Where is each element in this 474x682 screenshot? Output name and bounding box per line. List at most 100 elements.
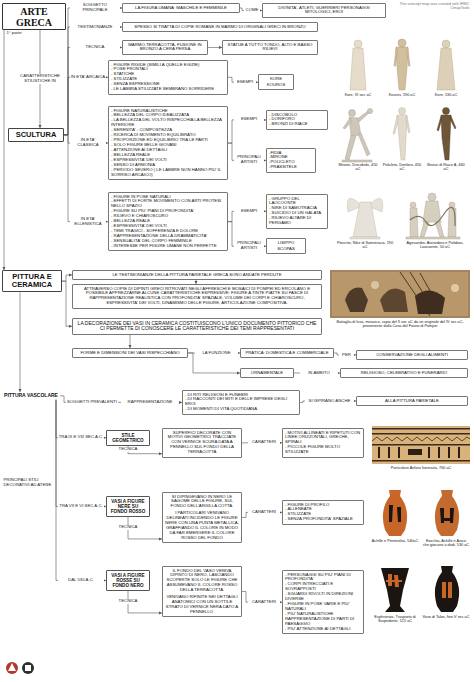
node-text: ARTE GRECA <box>5 6 63 28</box>
image-caption: Mirone, Discobolo, 450 aC <box>337 163 379 172</box>
node-text: SI DIPINGEVANO IN NERO LE SAGOME DELLE F… <box>165 495 239 510</box>
linking-phrase: TRA IX E VIII SEC A.C. <box>58 435 104 440</box>
statue-head <box>349 110 356 117</box>
node-text: LA DECORAZIONE DEI VASI IN CERAMICA COST… <box>75 321 319 333</box>
node-text: - PIU' NATURALISTICHE RAPPRESENTAZIONE D… <box>285 612 361 627</box>
node-text: MARMO,TERRACOTTA, FUSIONE IN BRONZO A CE… <box>125 43 205 53</box>
statue-leg <box>358 133 370 156</box>
logo <box>22 662 34 674</box>
kore-statue <box>437 40 455 90</box>
linking-phrase: ESEMPI <box>234 117 264 122</box>
linking-phrase: TESTIMONIANZE <box>70 25 120 30</box>
stick-figure <box>398 447 400 458</box>
vase-body <box>381 568 409 612</box>
node-text: - DI RACCONTI DEI MITI E DELLE IMPRESE D… <box>185 397 297 407</box>
list-box: -FIDIA-MIRONE-POLICLETO-PRASSITELE <box>266 148 316 173</box>
linking-phrase: CARATTERISTICHE STILISTICHE IN <box>14 74 66 84</box>
statue-body <box>441 115 451 160</box>
node-text: LE TESTIMONIANZE DELLA PITTURA PARIETALE… <box>75 273 319 278</box>
statue-arm <box>394 48 398 66</box>
kouros-statue <box>394 39 410 90</box>
concept-box: KOREKOUROS <box>258 74 294 90</box>
mosaic-picture <box>330 270 470 318</box>
node-text: - BRONZI DI RIACE <box>269 122 325 127</box>
statue-arm <box>407 48 411 66</box>
vase-figure <box>448 582 452 598</box>
amphora-band <box>372 428 470 430</box>
node-text: LISIPPO <box>269 241 303 246</box>
logo <box>6 662 18 674</box>
connector <box>130 335 131 349</box>
list-box: - DISCOBOLO- DORIFORO- BRONZI DI RIACE <box>266 110 328 130</box>
concept-box: MARMO,TERRACOTTA, FUSIONE IN BRONZO A CE… <box>122 40 208 55</box>
vase-figure <box>397 507 401 522</box>
mosaic-horse <box>415 290 445 314</box>
amphora-ground <box>372 426 470 464</box>
connector <box>20 292 21 392</box>
list-box: - FIGURE NATURALISTICHE- BELLEZZA DEL CO… <box>108 106 228 180</box>
node-text: KORE <box>261 77 291 82</box>
stick-figure <box>458 447 460 458</box>
stick-figure <box>378 447 380 458</box>
connector <box>4 30 5 270</box>
watermark: This concept map was created with IHMC C… <box>392 2 470 11</box>
concept-box: ATTRAVERSO COPIE DI DIPINTI GRECI RITROV… <box>72 284 322 309</box>
linking-phrase: PRINCIPALI ARTISTI <box>234 155 264 165</box>
concept-box: DIVINITA', ATLETI, GUERRIERI PERSONAGGI … <box>262 3 386 18</box>
node-text: ATTRAVERSO COPIE DI DIPINTI GRECI RITROV… <box>75 287 319 307</box>
concept-box: RELIGIOSO, CELEBRATIVO E FUNERARIO <box>340 368 468 378</box>
concept-box: ALLA PITTURA PARIETALE <box>356 396 468 406</box>
vase-table <box>444 518 450 521</box>
statue-arm <box>393 116 399 134</box>
statue-arm <box>357 111 369 122</box>
logo-mark <box>8 663 16 671</box>
amphora-band <box>372 433 470 435</box>
list-box: - MOTIVI ALLINEATI E RIPETUTI CON LINEE … <box>282 428 364 458</box>
node-text: LA FIGURA UMANA: MASCHILE E FEMMINILE <box>125 6 237 11</box>
linking-phrase: DAL 530 A.C. <box>58 578 104 583</box>
concept-box: SPESSO SI TRATTA DI COPIE ROMANE IN MARM… <box>122 22 318 32</box>
node-text: - MOTIVI ALLINEATI E RIPETUTI CON LINEE … <box>285 431 361 446</box>
image-caption: Agesandro, Atanodoro e Polidoro, Laocoon… <box>402 241 468 250</box>
linking-phrase: ESEMPI <box>234 80 256 85</box>
node-text: - EFFETTI DI FORTE MOVIMENTO CON ARTI PR… <box>111 199 225 209</box>
serpent <box>410 207 455 226</box>
concept-box: FORME E DIMENSIONI DEI VASI RISPECCHIANO <box>72 348 188 358</box>
linking-phrase: TECNICA <box>70 45 120 50</box>
node-text: STATUE A TUTTO TONDO, ALTO E BASSO RILIE… <box>225 43 315 53</box>
statue-body <box>410 208 418 237</box>
amphora-zigzag <box>372 437 470 441</box>
image-caption: Euphronios, Trasporto di Sarpedonte, 515… <box>370 615 420 624</box>
connector <box>62 275 72 281</box>
list-box: - FIGURE DI PROFILO- ALLENEATE- STILIZZA… <box>282 500 364 525</box>
node-text: VENIVANO RIFINITE NEI DETTAGLI ANATOMICI… <box>165 595 239 615</box>
linking-phrase: CARATTERI <box>248 600 280 605</box>
statue-head <box>398 39 406 47</box>
connector <box>56 400 106 581</box>
linking-phrase: SOGGETTI PREVALENTI <box>66 400 118 405</box>
statue-base <box>406 237 460 239</box>
node-text: PRATICA: DOMESTICA E COMMERCIALE <box>243 351 331 356</box>
bier <box>408 449 422 455</box>
node-text: - PIU' ATTENZIONE AI DETTAGLI <box>285 627 361 632</box>
connector <box>56 400 106 438</box>
linking-phrase: TECNICA <box>108 447 148 452</box>
node-text: SPESSO SI TRATTA DI COPIE ROMANE IN MARM… <box>125 25 315 30</box>
statue-head <box>443 108 450 115</box>
node-text: VASI A FIGURE ROSSE SU FONDO NERO <box>109 573 147 589</box>
concept-box: STATUE A TUTTO TONDO, ALTO E BASSO RILIE… <box>222 40 318 55</box>
amphora-figures <box>378 447 460 458</box>
statue-arm <box>406 116 410 133</box>
vase-figure <box>386 580 402 582</box>
node-text: - CORPI INTRECCIATI E SOVRAPPOSTI <box>285 582 361 592</box>
statue-arm <box>437 116 442 131</box>
concept-box: PRATICA: DOMESTICA E COMMERCIALE <box>240 348 334 358</box>
statue-body <box>396 47 408 90</box>
image-caption: Kouros, 590 aC <box>381 93 423 97</box>
mosaic-horse <box>345 288 368 313</box>
connector <box>188 353 240 373</box>
statue-head <box>428 193 436 201</box>
concept-box: LISIPPOSCOPAS <box>266 238 306 254</box>
statue-arm <box>343 118 352 129</box>
